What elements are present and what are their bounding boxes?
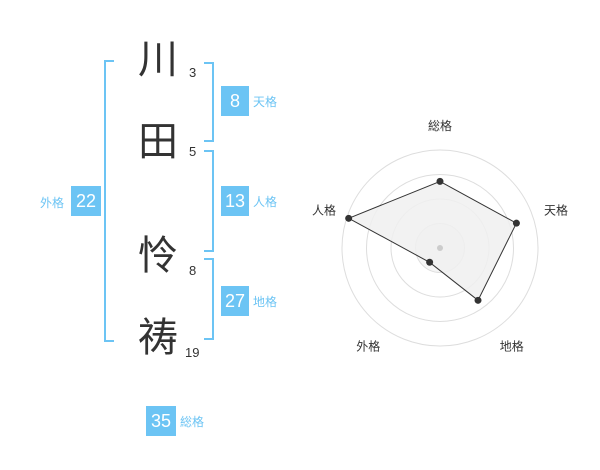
radar-ring-4 <box>341 149 539 347</box>
radar-label-5: 人格 <box>312 202 336 217</box>
soukaku-label: 総格 <box>180 415 205 429</box>
name-char-4: 祷 <box>138 315 178 361</box>
stroke-count-1: 3 <box>189 65 197 80</box>
jinkaku-label: 人格 <box>253 195 278 209</box>
chikaku-bracket <box>204 258 214 340</box>
gaikaku-bracket <box>104 60 114 342</box>
name-char-1: 川 <box>138 37 178 83</box>
stroke-count-2: 5 <box>189 144 197 159</box>
jinkaku-badge: 13 <box>221 186 249 216</box>
jinkaku-bracket <box>204 150 214 252</box>
radar-label-1: 総格 <box>428 118 452 133</box>
chikaku-badge: 27 <box>221 286 249 316</box>
tenkaku-label: 天格 <box>253 95 278 109</box>
radar-label-2: 天格 <box>544 202 568 217</box>
radar-label-3: 地格 <box>500 339 524 354</box>
radar-point-3 <box>474 296 482 304</box>
radar-data-polygon <box>347 180 518 302</box>
name-char-2: 田 <box>138 119 178 165</box>
name-char-3: 怜 <box>138 233 178 279</box>
radar-point-5 <box>345 214 353 222</box>
soukaku-badge: 35 <box>146 406 176 436</box>
gaikaku-label: 外格 <box>40 196 65 210</box>
radar-data-points <box>345 177 520 304</box>
gaikaku-badge: 22 <box>71 186 101 216</box>
radar-label-4: 外格 <box>356 339 380 354</box>
tenkaku-badge: 8 <box>221 86 249 116</box>
radar-point-1 <box>436 177 444 185</box>
stroke-count-3: 8 <box>189 263 197 278</box>
tenkaku-bracket <box>204 62 214 142</box>
radar-center-dot <box>437 245 443 251</box>
chikaku-label: 地格 <box>253 295 278 309</box>
radar-ring-3 <box>366 174 514 322</box>
radar-point-4 <box>426 258 434 266</box>
stroke-count-4: 19 <box>185 345 200 360</box>
radar-point-2 <box>512 219 520 227</box>
